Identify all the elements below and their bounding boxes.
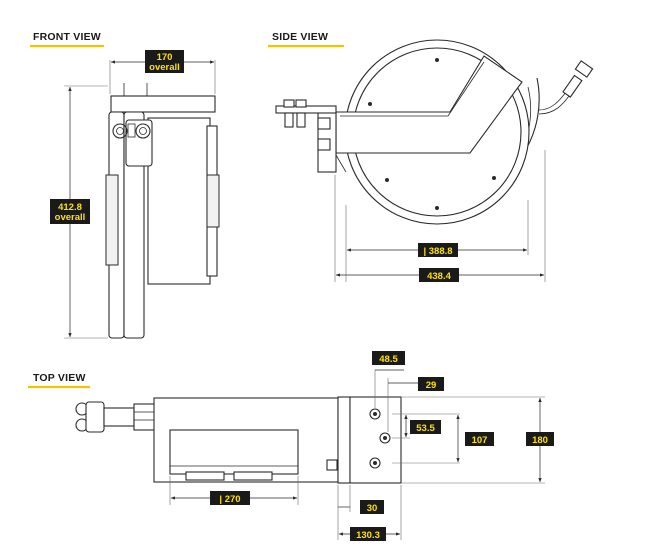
dim-top-107: 107 (465, 432, 494, 446)
dim-side-inner-box (418, 243, 458, 257)
front-fitting-center (127, 123, 136, 138)
top-hole-3 (369, 457, 381, 469)
front-hub-right (206, 174, 220, 228)
side-hose-nut (574, 60, 594, 78)
dim-front-height-note: overall (55, 212, 86, 223)
front-fitting-right-core (139, 127, 147, 135)
side-bolt-stem-2 (296, 112, 306, 128)
dim-top-130-box (350, 527, 386, 541)
dim-front-width: 170 overall (145, 50, 184, 73)
top-foot-left (185, 471, 225, 481)
dim-top-30-value: 30 (367, 503, 378, 514)
dim-top-29-box (418, 377, 444, 391)
side-hose-fitting (562, 74, 583, 98)
front-fitting-left (112, 123, 128, 139)
side-view-title: SIDE VIEW (272, 31, 328, 43)
dim-front-height-box (50, 199, 90, 224)
top-view-title: TOP VIEW (33, 372, 86, 384)
dim-top-270-value: | 270 (219, 494, 240, 505)
front-frame-arm (123, 111, 145, 339)
side-bolt-left (368, 102, 372, 106)
dim-top-107-box (465, 432, 494, 446)
dim-top-48-value: 48.5 (379, 354, 398, 365)
top-hole-2 (379, 432, 391, 444)
side-bolt-top (435, 58, 439, 62)
dim-front-width-note: overall (149, 62, 180, 73)
side-arm-inner-line (340, 61, 485, 117)
dim-top-130-value: 130.3 (356, 530, 380, 541)
side-hose-line (538, 91, 567, 111)
dim-side-outer-value: 438.4 (427, 271, 451, 282)
dim-top-53-value: 53.5 (416, 423, 435, 434)
side-plate-bolt-1 (317, 117, 331, 130)
side-view-drawing (275, 39, 594, 282)
dim-front-height-value: 412.8 (58, 202, 82, 213)
top-mount-edge (337, 396, 351, 484)
top-view-title-group: TOP VIEW (28, 372, 90, 389)
side-arm-bracket (335, 55, 523, 154)
top-hole-1 (369, 408, 381, 420)
front-view-drawing (64, 60, 220, 339)
side-view-title-group: SIDE VIEW (268, 31, 344, 48)
dim-top-29-value: 29 (426, 380, 437, 391)
top-mount-plate (349, 396, 402, 484)
front-view-title: FRONT VIEW (33, 31, 101, 43)
dim-top-29: 29 (418, 377, 444, 391)
top-drum (169, 429, 299, 475)
dim-side-inner: | 388.8 (418, 243, 458, 257)
side-bolt-lower-left (385, 178, 389, 182)
top-view-drawing (75, 369, 545, 540)
top-swivel-shaft (103, 407, 135, 427)
dim-front-width-value: 170 (157, 52, 173, 63)
front-drum-body (147, 117, 211, 285)
front-fitting-left-core (116, 127, 124, 135)
side-bolt-stem-1 (284, 112, 294, 128)
dim-top-270: | 270 (210, 491, 250, 505)
dim-top-180: 180 (526, 432, 554, 446)
dim-front-height: 412.8 overall (50, 199, 90, 224)
top-bolt-small (326, 459, 338, 471)
dim-top-48-box (372, 351, 405, 365)
side-bolt-lower-right (492, 176, 496, 180)
dim-top-30: 30 (360, 500, 384, 514)
dim-top-53: 53.5 (410, 420, 441, 434)
front-mount-plate (110, 95, 216, 113)
side-plate-bolt-2 (317, 138, 331, 151)
front-view-title-group: FRONT VIEW (30, 31, 104, 48)
front-swivel-block (125, 119, 153, 167)
dim-top-53-box (410, 420, 441, 434)
top-hole-3-core (373, 461, 377, 465)
front-hub-left (105, 174, 119, 266)
side-bolt-head-1 (283, 99, 295, 108)
dim-front-width-box (145, 50, 184, 73)
dim-top-107-value: 107 (472, 435, 488, 446)
side-plate-brace (335, 154, 347, 173)
dim-top-270-box (210, 491, 250, 505)
side-bolt-head-2 (295, 99, 307, 108)
dim-top-180-value: 180 (532, 435, 548, 446)
dim-top-48: 48.5 (372, 351, 405, 365)
side-hose-line-2 (538, 95, 570, 115)
dim-top-180-box (526, 432, 554, 446)
top-hole-1-core (373, 412, 377, 416)
dim-side-outer: 438.4 (419, 268, 459, 282)
side-bolt-bottom (435, 206, 439, 210)
top-hole-2-core (383, 436, 387, 440)
top-foot-right (233, 471, 273, 481)
dim-top-130: 130.3 (350, 527, 386, 541)
dim-top-30-box (360, 500, 384, 514)
dim-side-outer-box (419, 268, 459, 282)
front-fitting-right (135, 123, 151, 139)
dim-side-inner-value: | 388.8 (423, 246, 452, 257)
top-swivel-body (85, 401, 105, 433)
